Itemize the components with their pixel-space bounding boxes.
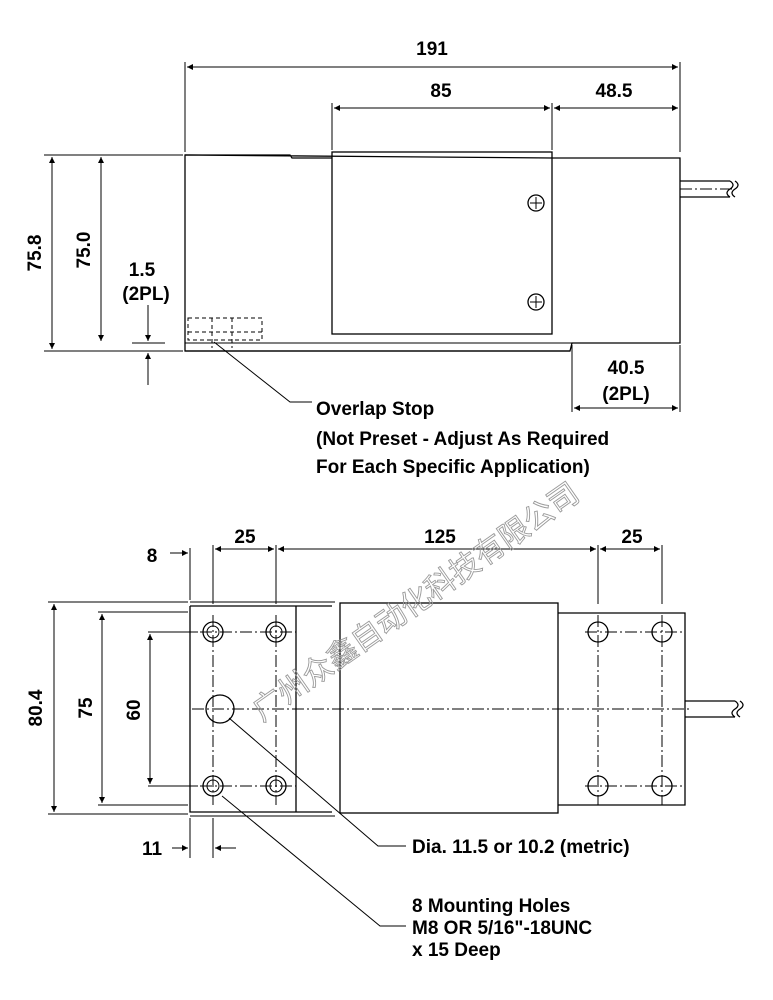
dim-width-outer: 80.4 xyxy=(26,689,47,726)
bottom-center-block xyxy=(339,602,559,814)
dim-height-outer: 75.8 xyxy=(25,235,46,272)
top-body-outline xyxy=(184,154,681,352)
dim-gap-qty: (2PL) xyxy=(122,284,170,305)
hole-diameter-note: Dia. 11.5 or 10.2 (metric) xyxy=(412,837,630,858)
dim-hole-offset: 11 xyxy=(142,839,163,860)
overlap-stop-hidden xyxy=(187,317,263,348)
dim-mount-length: 40.5 xyxy=(608,358,645,379)
dim-width-inner: 75 xyxy=(76,697,97,719)
mounting-hole-icon xyxy=(265,621,287,643)
dim-hole-span: 125 xyxy=(424,527,456,548)
mounting-hole-icon xyxy=(202,775,224,797)
dim-hole-pitch-right: 25 xyxy=(621,527,643,548)
overlap-note-title: Overlap Stop xyxy=(316,399,434,420)
screw-icon xyxy=(527,293,545,311)
cable-icon xyxy=(685,700,744,718)
dim-hole-pitch-left: 25 xyxy=(234,527,256,548)
dim-edge-offset: 8 xyxy=(147,546,158,567)
dim-gap: 1.5 xyxy=(129,260,156,281)
bottom-view: 8 25 125 25 80.4 75 60 11 Dia. 11.5 or 1… xyxy=(26,527,744,961)
cable-icon xyxy=(680,180,739,198)
overlap-note-line3: For Each Specific Application) xyxy=(316,457,590,478)
top-view: 191 85 48.5 75.8 75.0 1.5 (2PL) 40.5 (2P… xyxy=(25,39,739,478)
mounting-hole-icon xyxy=(651,775,673,797)
screw-icon xyxy=(527,194,545,212)
bottom-body-outline xyxy=(189,605,686,813)
dim-overall-length: 191 xyxy=(416,39,448,60)
mounting-note-depth: x 15 Deep xyxy=(412,940,501,961)
mounting-note-title: 8 Mounting Holes xyxy=(412,896,570,917)
dim-height-inner: 75.0 xyxy=(74,232,95,269)
dim-end-offset: 48.5 xyxy=(596,81,633,102)
dim-center-section: 85 xyxy=(430,81,452,102)
mounting-hole-icon xyxy=(587,775,609,797)
mounting-note-thread: M8 OR 5/16"-18UNC xyxy=(412,918,592,939)
center-hole-icon xyxy=(205,694,235,724)
dim-mount-qty: (2PL) xyxy=(602,384,650,405)
mounting-hole-icon xyxy=(651,621,673,643)
top-center-block xyxy=(331,151,553,335)
dim-hole-pitch-vertical: 60 xyxy=(124,699,145,720)
mounting-hole-icon xyxy=(587,621,609,643)
mounting-hole-icon xyxy=(202,621,224,643)
mounting-hole-icon xyxy=(265,775,287,797)
overlap-note-line2: (Not Preset - Adjust As Required xyxy=(316,429,609,450)
